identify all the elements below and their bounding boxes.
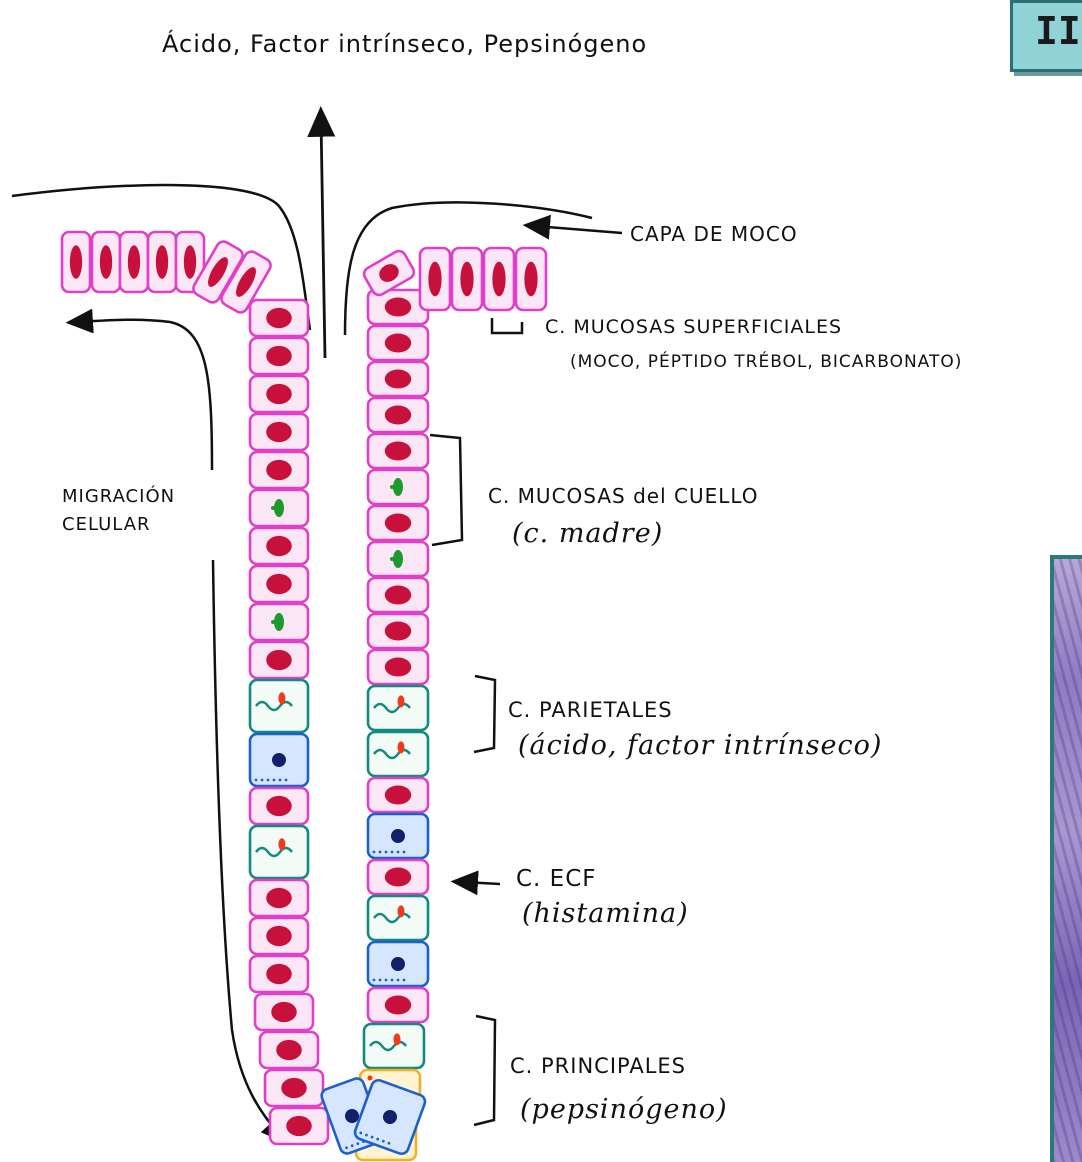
surface-cell [250, 338, 308, 374]
surface-cell [92, 232, 120, 292]
parietal-cell [368, 896, 428, 940]
surface-cell [120, 232, 148, 292]
surface-cell [250, 956, 308, 992]
cell-migration-arrow-up [78, 320, 212, 470]
surface-cell [250, 528, 308, 564]
gland-right-wall [356, 290, 428, 1160]
surface-cell [368, 506, 428, 540]
surface-cell [368, 860, 428, 894]
stem-cell [368, 542, 428, 576]
secretion-arrow [321, 120, 325, 358]
surface-cell [260, 1032, 318, 1068]
parietal-cells-name: C. PARIETALES [508, 698, 673, 722]
superficial-cells-name: C. MUCOSAS SUPERFICIALES [545, 316, 842, 338]
surface-cell [368, 434, 428, 468]
surface-cell [368, 614, 428, 648]
parietal-cell [364, 1024, 424, 1068]
surface-cell [516, 248, 546, 310]
ecl-cell [250, 734, 308, 786]
surface-cell [368, 326, 428, 360]
bracket-neck [430, 435, 462, 545]
surface-cell [368, 362, 428, 396]
surface-cell [255, 994, 313, 1030]
surface-cell [250, 376, 308, 412]
surface-cell [368, 578, 428, 612]
ecl-cell [368, 942, 428, 986]
micrograph-panel [1050, 555, 1082, 1162]
surface-cell [250, 918, 308, 954]
migration-label-line1: MIGRACIÓN [62, 486, 175, 507]
stem-cell [250, 604, 308, 640]
surface-cell [368, 398, 428, 432]
surface-cell [368, 650, 428, 684]
surface-cell [250, 642, 308, 678]
ecl-cell [368, 814, 428, 858]
parietal-cell [368, 686, 428, 730]
parietal-cell [250, 680, 308, 732]
surface-cell [452, 248, 482, 310]
surface-cell [250, 300, 308, 336]
surface-cell [420, 248, 450, 310]
ecl-cells-product: (histamina) [522, 898, 689, 929]
migration-label-line2: CELULAR [62, 514, 151, 535]
surface-cell [265, 1070, 323, 1106]
surface-cell [250, 414, 308, 450]
stem-cell [368, 470, 428, 504]
surface-cell [250, 880, 308, 916]
chief-cells-name: C. PRINCIPALES [510, 1054, 686, 1078]
slide-number: II [1035, 9, 1081, 53]
surface-cell [368, 778, 428, 812]
surface-cell [484, 248, 514, 310]
chief-cells-product: (pepsinógeno) [520, 1094, 728, 1125]
surface-cell [148, 232, 176, 292]
gland-left-wall [250, 300, 328, 1144]
bracket-superficial [492, 318, 522, 333]
surface-cell [62, 232, 90, 292]
stem-cell [250, 490, 308, 526]
bracket-parietal [474, 676, 495, 752]
surface-cell [250, 788, 308, 824]
neck-cells-product: (c. madre) [512, 518, 663, 549]
bracket-chief [474, 1016, 495, 1125]
mucus-layer-pointer [535, 226, 622, 233]
parietal-cell [368, 732, 428, 776]
secretions-label: Ácido, Factor intrínseco, Pepsinógeno [162, 30, 647, 58]
ecl-pointer [463, 882, 500, 884]
surface-epithelium-left [62, 232, 273, 315]
parietal-cell [250, 826, 308, 878]
mucus-layer-label: CAPA DE MOCO [630, 222, 798, 246]
surface-cell [250, 452, 308, 488]
ecl-cells-name: C. ECF [516, 866, 597, 892]
surface-cell [270, 1108, 328, 1144]
surface-cell [250, 566, 308, 602]
slide-number-badge: II [1010, 0, 1082, 72]
neck-cells-name: C. MUCOSAS del CUELLO [488, 484, 759, 508]
surface-cell [368, 988, 428, 1022]
superficial-cells-product: (MOCO, PÉPTIDO TRÉBOL, BICARBONATO) [570, 352, 962, 372]
parietal-cells-product: (ácido, factor intrínseco) [518, 730, 882, 761]
